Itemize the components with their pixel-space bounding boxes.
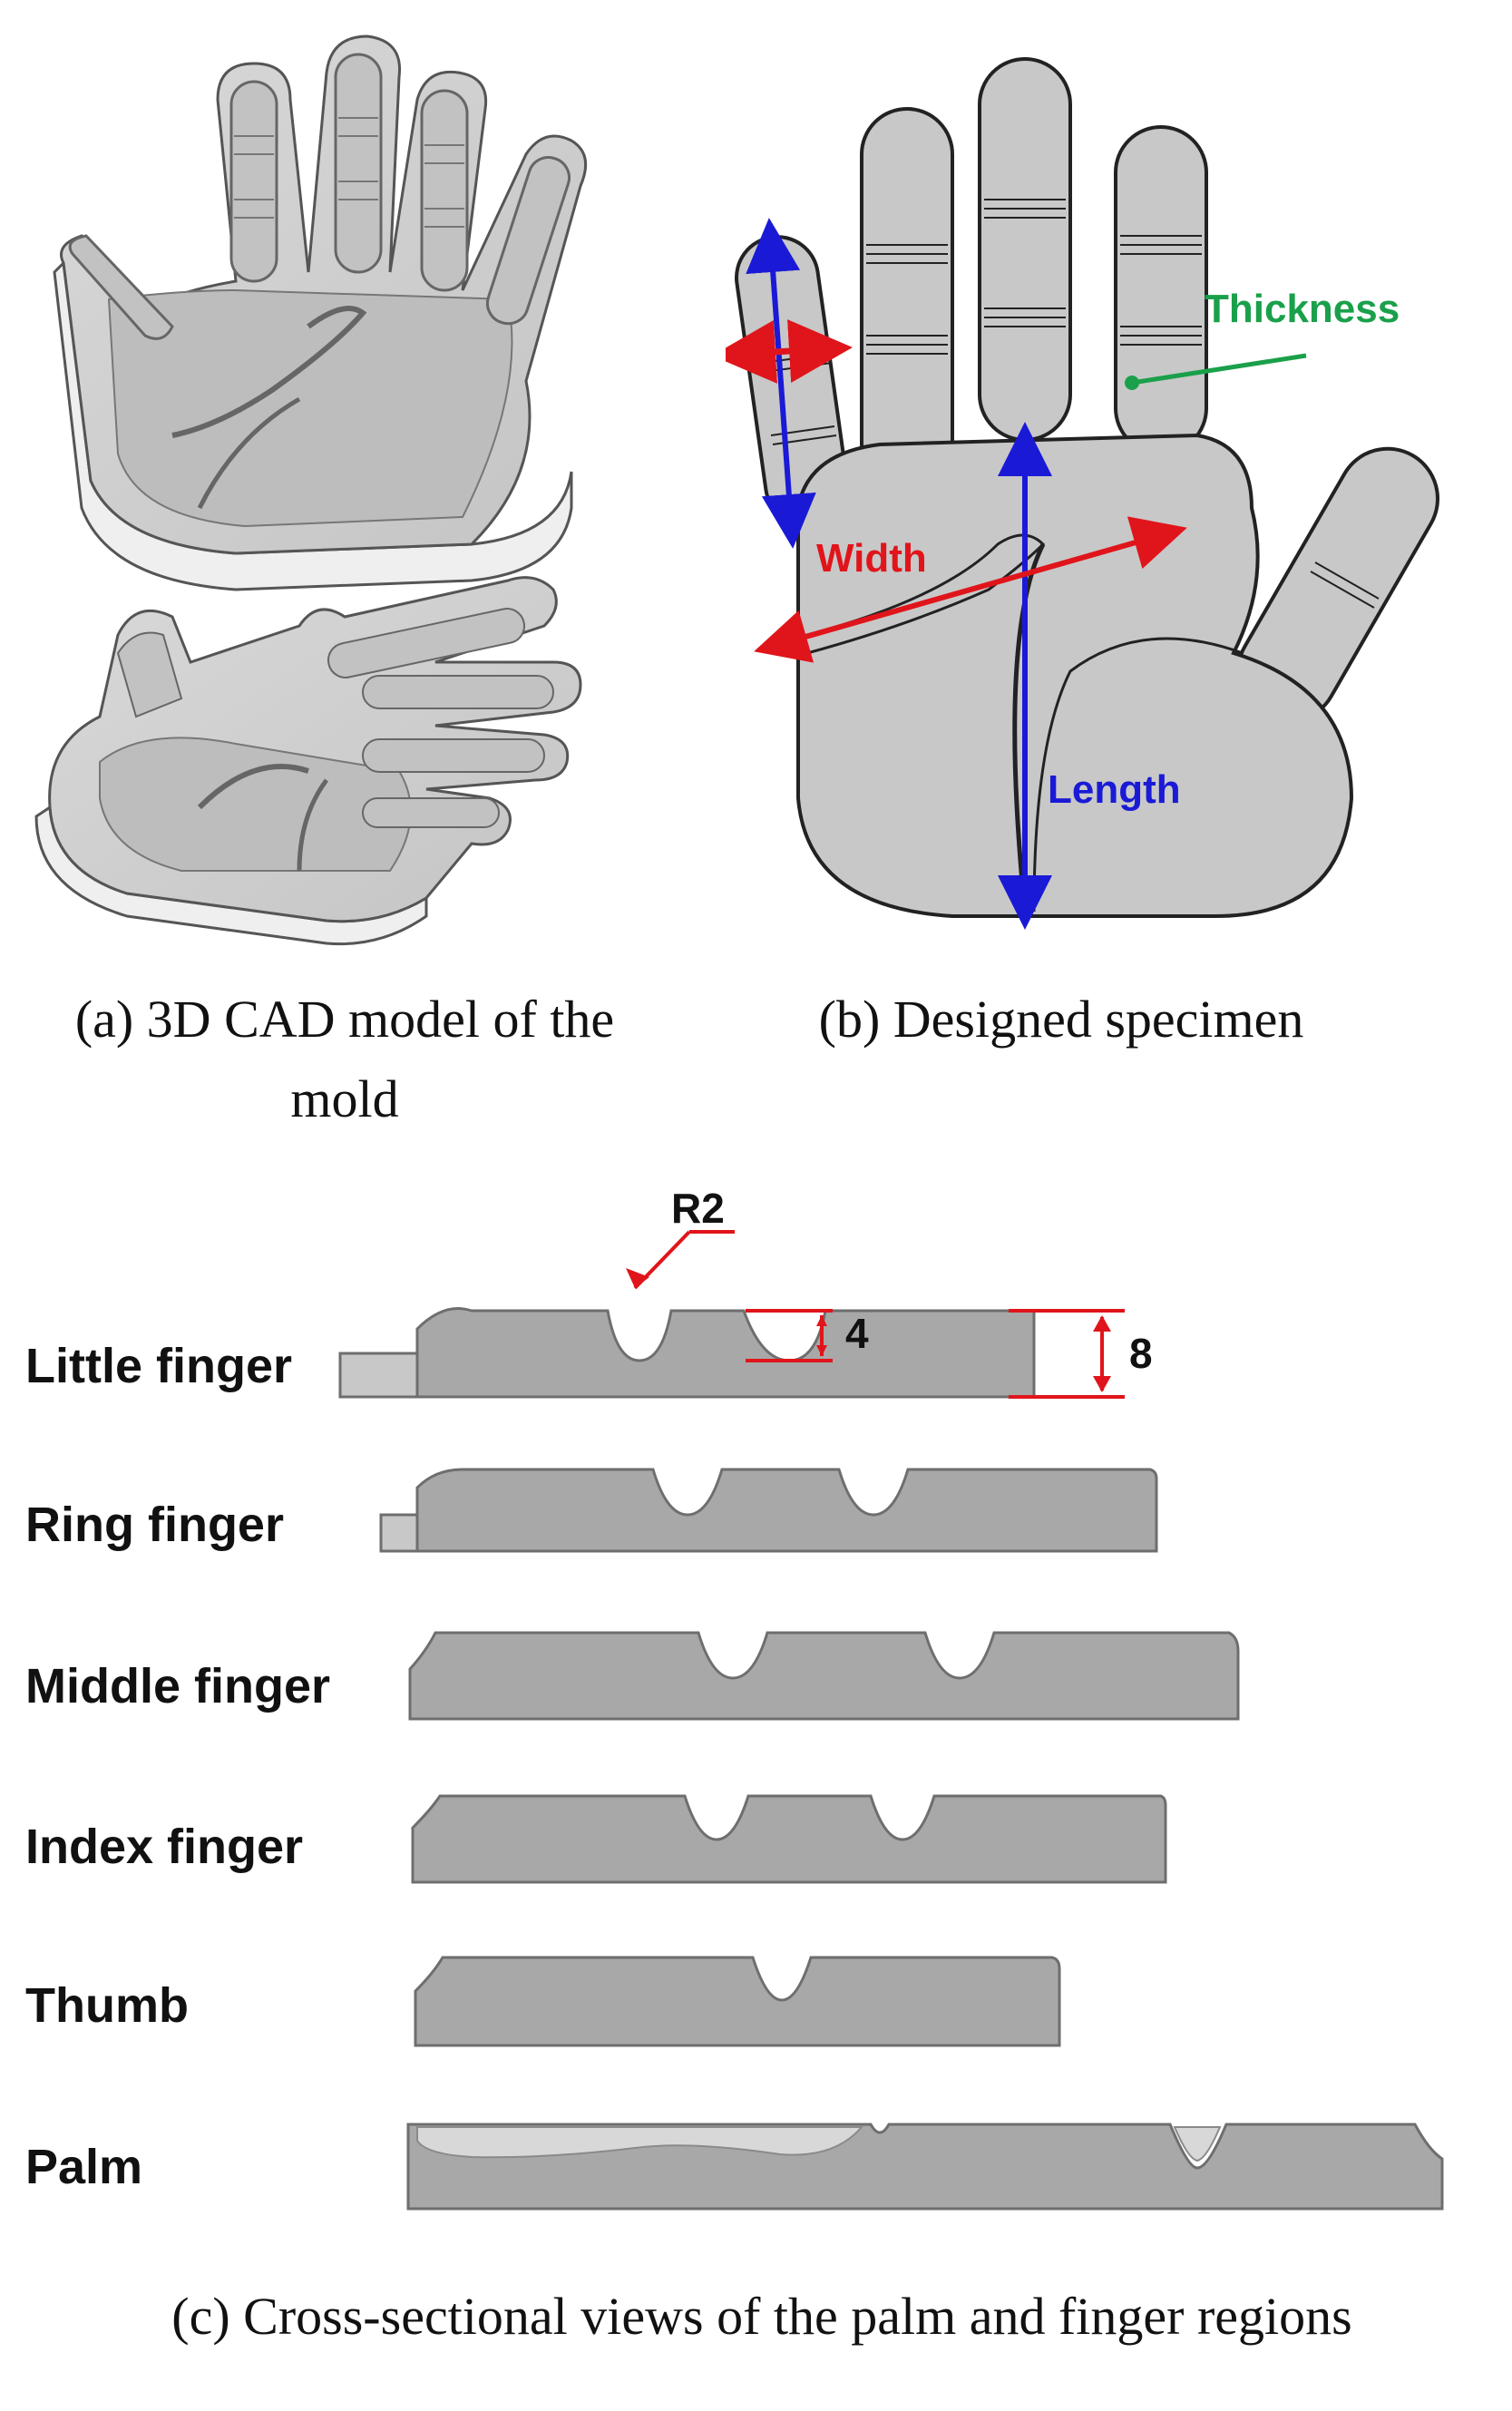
mold-top-view <box>53 34 588 591</box>
section-index-finger <box>411 1794 1167 1884</box>
hand-specimen-illustration: Thickness Width Length <box>712 57 1439 930</box>
cad-mold-illustration <box>34 34 588 946</box>
panel-a-caption: (a) 3D CAD model of the mold <box>0 980 689 1139</box>
thickness-dimension-label: 8 <box>1129 1330 1153 1377</box>
thickness-point <box>1125 376 1139 390</box>
palm <box>796 433 1354 918</box>
section-middle-finger <box>408 1631 1240 1721</box>
row-label-ring-finger: Ring finger <box>25 1498 284 1552</box>
panel-a-cad-model: (a) 3D CAD model of the mold <box>0 0 726 1128</box>
finger-grooves <box>761 199 1380 609</box>
groove-depth-label: 4 <box>845 1310 869 1357</box>
palm-width-arrow <box>754 516 1187 663</box>
ring-finger <box>860 107 954 492</box>
radius-label: R2 <box>671 1185 725 1232</box>
row-label-little-finger: Little finger <box>25 1339 292 1393</box>
panel-b-designed-specimen: Thickness Width Length (b) Designed spec… <box>712 0 1512 1143</box>
panel-c-caption: (c) Cross-sectional views of the palm an… <box>171 2287 1352 2346</box>
index-finger <box>1114 125 1208 455</box>
row-label-thumb: Thumb <box>25 1978 189 2033</box>
row-label-palm: Palm <box>25 2140 143 2194</box>
middle-finger <box>978 57 1072 442</box>
little-finger-width-arrow <box>712 319 853 384</box>
width-label: Width <box>816 536 927 581</box>
mold-iso-view <box>34 576 582 946</box>
section-ring-finger <box>379 1468 1158 1553</box>
panel-a-caption-line2: mold <box>290 1069 399 1128</box>
panel-c-cross-sections: R2 4 8 Little finger Ring finger Middle … <box>0 1179 1512 2411</box>
thickness-leader <box>1131 353 1307 386</box>
panel-a-caption-line1: (a) 3D CAD model of the <box>74 990 615 1049</box>
row-label-index-finger: Index finger <box>25 1820 304 1874</box>
row-label-middle-finger: Middle finger <box>25 1659 330 1713</box>
length-label: Length <box>1048 767 1181 812</box>
panel-b-caption: (b) Designed specimen <box>818 990 1304 1049</box>
little-finger-dimensions <box>626 1230 1125 1399</box>
section-little-finger <box>338 1307 1036 1399</box>
section-palm <box>406 2123 1444 2211</box>
section-thumb <box>414 1956 1061 2047</box>
thickness-label: Thickness <box>1205 287 1400 331</box>
cross-section-diagram: R2 4 8 <box>338 1185 1444 2211</box>
